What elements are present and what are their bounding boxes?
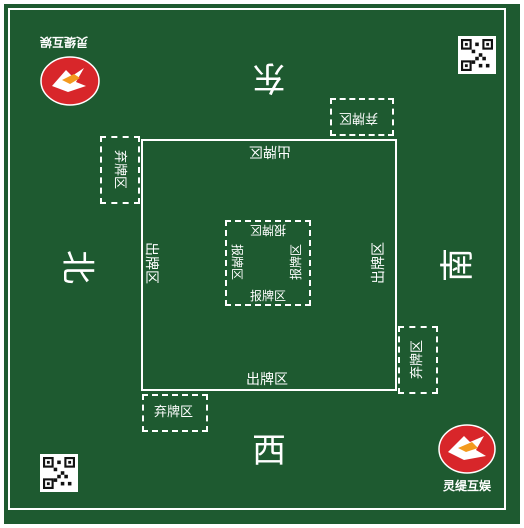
discard-zone-box-right (398, 326, 438, 394)
direction-east: 东 (252, 57, 286, 97)
qr-code-icon (461, 39, 493, 71)
direction-south: 南 (438, 248, 478, 282)
discard-zone-box-bottom-left (142, 394, 208, 432)
discard-zone-label-top-right: 弃牌区 (339, 110, 379, 125)
report-zone-label-right: 报牌区 (289, 243, 304, 281)
qr-code-top-right (458, 36, 496, 74)
discard-zone-label-bottom-left: 弃牌区 (154, 405, 194, 420)
play-zone-label-right: 出牌区 (371, 242, 387, 284)
direction-west: 西 (252, 431, 286, 471)
play-zone-label-left: 出牌区 (143, 242, 159, 284)
discard-zone-box-left (100, 136, 140, 204)
brand-name-bottom-right: 灵缇互娱 (443, 479, 492, 493)
report-zone-label-left: 报牌区 (230, 243, 245, 281)
qr-code-bottom-left (40, 454, 78, 492)
discard-zone-box-top-right (330, 98, 394, 136)
report-zone-label-bottom: 报牌区 (250, 289, 287, 303)
discard-zone-label-right: 弃牌区 (410, 339, 426, 380)
discard-zone-label-left: 弃牌区 (112, 149, 128, 190)
outer-frame (8, 8, 506, 510)
direction-north: 北 (57, 250, 97, 284)
play-area-border (141, 139, 397, 391)
brand-name-top-left: 灵缇互娱 (40, 35, 89, 49)
play-zone-label-bottom: 出牌区 (246, 372, 288, 388)
qr-code-icon (43, 457, 75, 489)
report-zone-box (225, 220, 311, 306)
brand-logo-top-left (40, 56, 100, 106)
report-zone-label-top: 报牌区 (250, 223, 287, 237)
brand-logo-bottom-right (438, 424, 496, 474)
play-zone-label-top: 出牌区 (249, 143, 291, 159)
